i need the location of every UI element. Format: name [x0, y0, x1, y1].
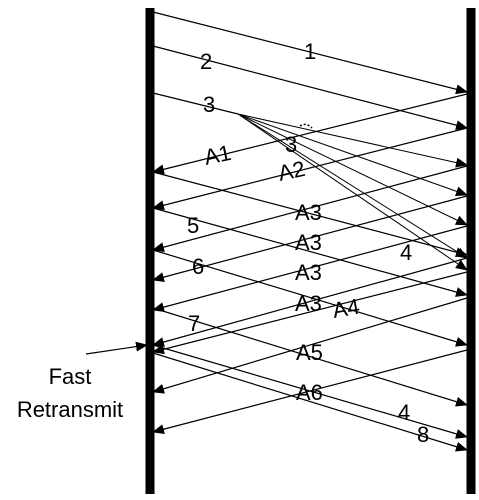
segment-2-arrow: [152, 45, 468, 131]
ack-a2-arrow: [152, 127, 468, 211]
fan-line-3: [237, 113, 468, 226]
fan-line-5: [237, 113, 468, 271]
ack-a5-label: A5: [296, 340, 323, 365]
ack-a3-4-arrow: [152, 257, 468, 347]
segment-3-arrow: [152, 92, 239, 115]
segment-7-arrow: [152, 307, 468, 407]
segment-5-arrow: [152, 207, 468, 297]
ack-a5-arrow: [152, 297, 468, 394]
segment-3-retx-label: 3: [285, 132, 297, 157]
segment-1-label: 1: [304, 39, 316, 64]
fan-line-2: [237, 113, 468, 197]
ack-a4-label: A4: [331, 294, 362, 323]
segment-4-label: 4: [400, 240, 412, 265]
segment-2-label: 2: [200, 49, 212, 74]
segment-1-arrow: [152, 11, 468, 95]
segment-4-retransmit-arrow: [152, 344, 468, 439]
ack-a2-label: A2: [276, 156, 308, 186]
ack-a3-3-arrow: [152, 225, 468, 312]
segment-5-label: 5: [187, 213, 199, 238]
ack-a3-1-arrow: [152, 165, 468, 252]
fast-retransmit-line2: Retransmit: [17, 397, 123, 422]
segment-4-retransmit-label: 4: [398, 400, 410, 425]
segment-after-a1-arrow: [152, 171, 468, 258]
segment-6-label: 6: [192, 254, 204, 279]
fan-line-1: [237, 113, 468, 168]
segment-8-arrow: [152, 352, 468, 452]
ack-a1-arrow: [152, 93, 468, 175]
segment-7-label: 7: [188, 311, 200, 336]
fast-retransmit-line1: Fast: [49, 364, 92, 389]
segment-6-arrow: [152, 249, 468, 347]
ack-a4-arrow: [152, 271, 468, 355]
ack-a3-1-label: A3: [295, 200, 322, 225]
ack-a3-2-label: A3: [295, 230, 322, 255]
fan-line-4: [237, 113, 468, 259]
segment-8-label: 8: [417, 422, 429, 447]
fast-retransmit-pointer: [85, 341, 148, 355]
loss-mark: [299, 123, 313, 129]
ack-a1-label: A1: [202, 140, 234, 170]
ack-a3-3-label: A3: [295, 260, 322, 285]
segment-3-label: 3: [203, 92, 215, 117]
